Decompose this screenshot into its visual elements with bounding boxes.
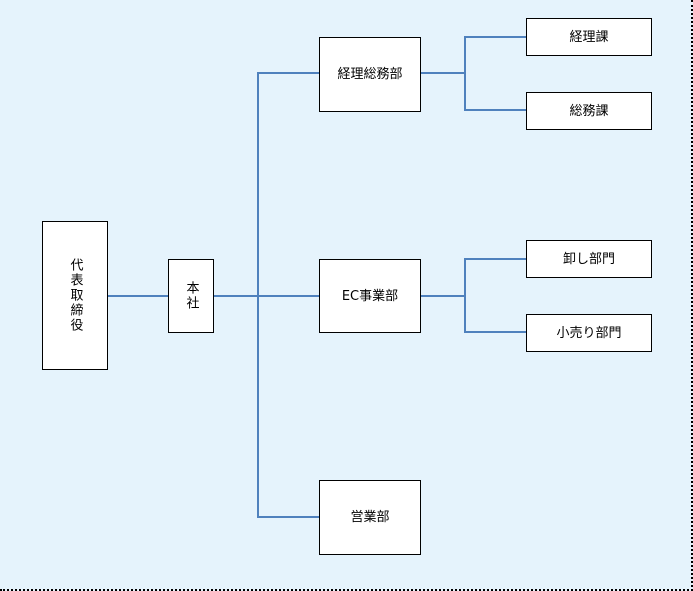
connector-ec-branch <box>420 295 465 297</box>
node-ec-business[interactable]: EC事業部 <box>319 259 421 333</box>
connector-to-retail <box>464 331 526 333</box>
connector-finance-admin-branch <box>420 72 465 74</box>
node-sales[interactable]: 営業部 <box>319 480 421 555</box>
node-finance-admin-label: 経理総務部 <box>337 67 403 82</box>
node-wholesale[interactable]: 卸し部門 <box>526 240 652 278</box>
node-wholesale-label: 卸し部門 <box>562 251 615 267</box>
connector-main-trunk <box>257 72 259 518</box>
node-accounting[interactable]: 経理課 <box>526 18 652 56</box>
node-retail-label: 小売り部門 <box>556 325 622 341</box>
node-general-affairs[interactable]: 総務課 <box>526 92 652 130</box>
connector-ceo-headoffice <box>107 295 168 297</box>
node-general-affairs-label: 総務課 <box>569 103 609 119</box>
connector-trunk-sales <box>257 516 319 518</box>
connector-trunk-finance-admin <box>257 72 319 74</box>
node-ec-business-label: EC事業部 <box>341 288 399 304</box>
node-sales-label: 営業部 <box>350 510 390 525</box>
node-accounting-label: 経理課 <box>569 29 609 45</box>
connector-finance-admin-trunk <box>464 36 466 111</box>
connector-ec-trunk <box>464 258 466 332</box>
connector-headoffice-trunk <box>213 295 319 297</box>
node-head-office[interactable]: 本社 <box>168 259 214 333</box>
connector-to-wholesale <box>464 258 526 260</box>
connector-to-accounting <box>464 36 526 38</box>
node-finance-admin[interactable]: 経理総務部 <box>319 37 421 112</box>
node-ceo-label: 代表取締役 <box>67 258 83 333</box>
node-ceo[interactable]: 代表取締役 <box>42 221 108 370</box>
connector-to-general-affairs <box>464 109 526 111</box>
node-retail[interactable]: 小売り部門 <box>526 314 652 352</box>
node-head-office-label: 本社 <box>183 281 199 311</box>
